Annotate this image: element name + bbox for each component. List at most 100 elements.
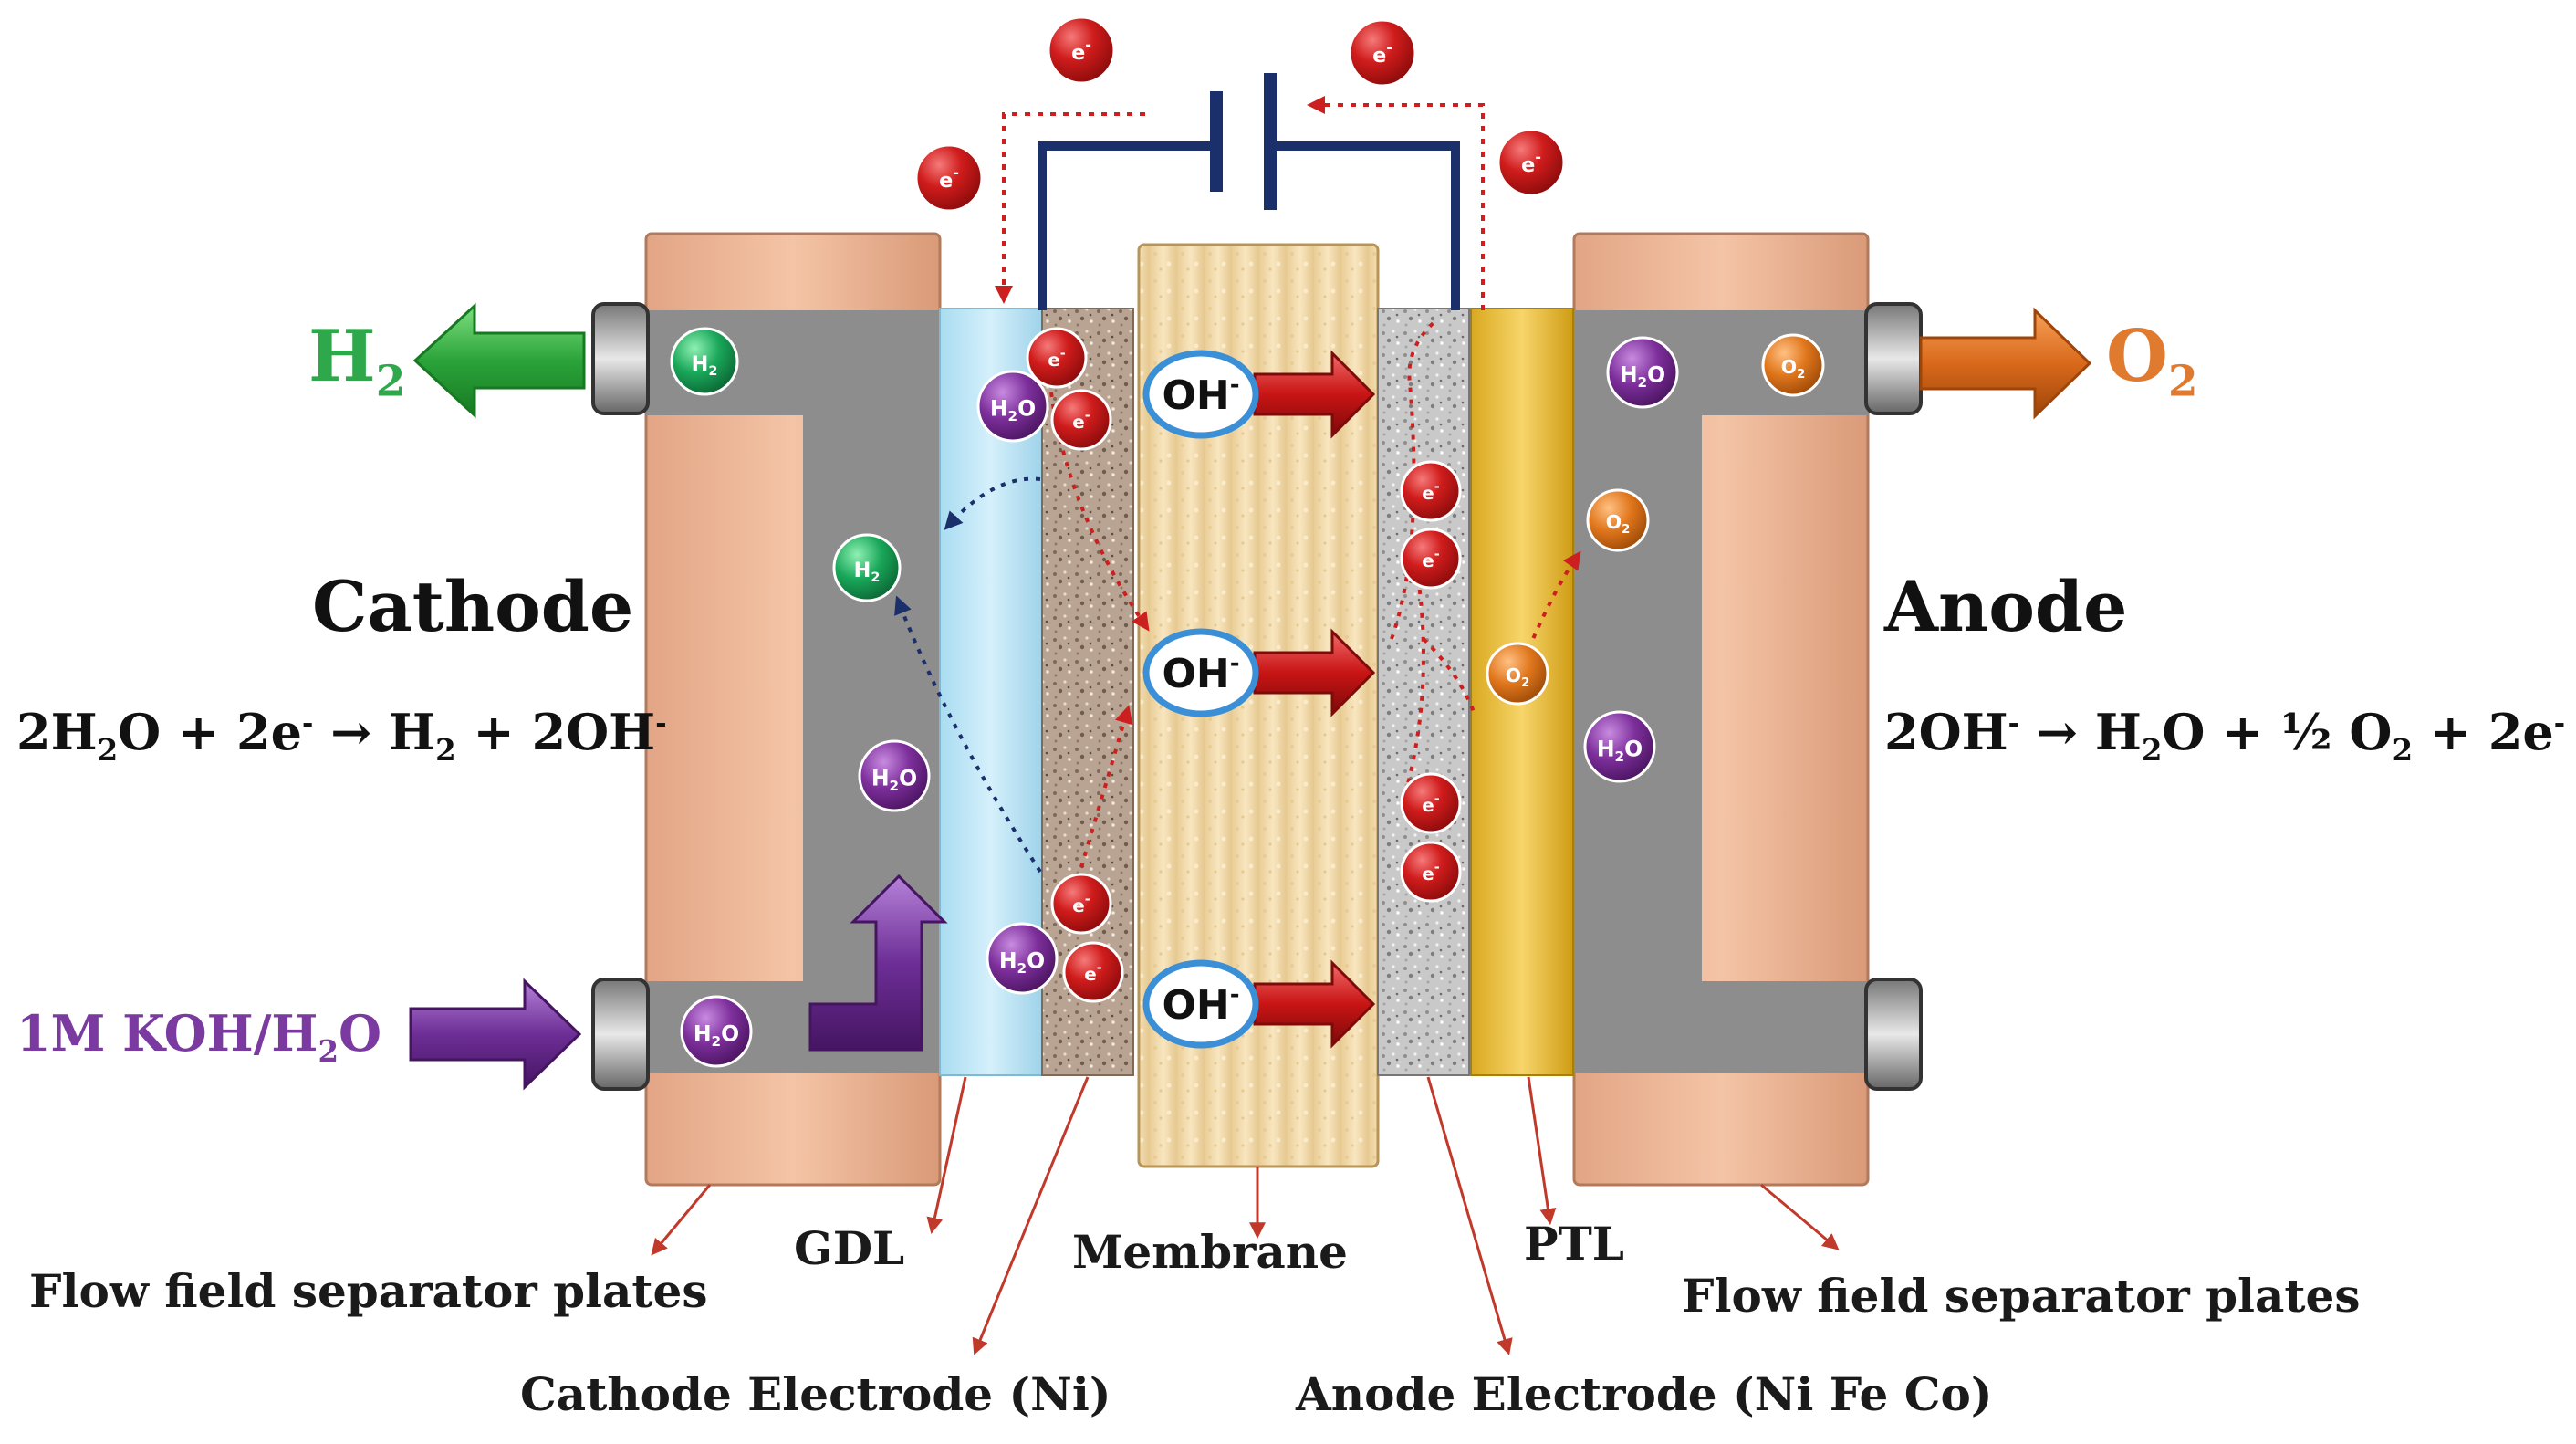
electron-text: - [1434, 479, 1440, 494]
svg-text:H2: H2 [692, 352, 718, 379]
electron-text: e [1048, 350, 1059, 371]
svg-text:e-: e- [1084, 960, 1101, 985]
svg-text:e-: e- [1072, 892, 1090, 916]
water-molecule-text: O [1647, 362, 1665, 388]
hydroxide-ion: OH- [1142, 959, 1376, 1049]
svg-text:OH-: OH- [1162, 371, 1239, 419]
anode-channel-vertical [1574, 310, 1702, 1073]
electron-text: - [1535, 148, 1541, 165]
electron-text: - [1060, 346, 1066, 361]
oxygen-molecule: O2 [1586, 488, 1650, 552]
water-molecule: H2O [680, 995, 753, 1068]
water-molecule: H2O [1606, 336, 1679, 409]
electron-text: - [1434, 547, 1440, 561]
external-circuit-wire [1038, 141, 1460, 310]
electron-text: e [1084, 964, 1096, 985]
o2-output-label: O2 [2106, 315, 2198, 407]
electron-text: - [1386, 38, 1392, 56]
svg-text:e-: e- [939, 163, 959, 193]
water-molecule-text: 2 [890, 778, 900, 794]
water-molecule-text: O [1624, 737, 1643, 762]
cathode-equation: 2H2O + 2e- → H2 + 2OH- [16, 703, 667, 768]
water-molecule-text: O [1027, 948, 1045, 974]
electron: e- [1400, 841, 1462, 903]
anode-electrode-label: Anode Electrode (Ni Fe Co) [1296, 1367, 1993, 1421]
svg-text:e-: e- [1422, 791, 1439, 816]
electron-text: e [1072, 895, 1084, 916]
port-icon [591, 302, 1923, 1091]
hydroxide-ion: OH- [1142, 350, 1376, 439]
hydrogen-molecule-text: H [692, 352, 709, 376]
electron-text: e [1422, 863, 1434, 884]
electron-text: e [1372, 44, 1386, 68]
capacitor-icon [1210, 73, 1277, 210]
h2-outlet-arrow [412, 302, 586, 419]
electron: e- [1400, 528, 1462, 590]
svg-text:H2O: H2O [871, 766, 917, 794]
electron-text: - [1434, 791, 1440, 806]
water-molecule-text: O [721, 1021, 739, 1047]
electron-text: e [1072, 412, 1084, 433]
water-molecule: H2O [1583, 710, 1656, 783]
svg-text:e-: e- [1072, 408, 1090, 433]
hydroxide-arrows: OH- OH- OH- [1142, 350, 1376, 1049]
water-molecule-text: 2 [1615, 748, 1625, 765]
oxygen-molecule: O2 [1486, 642, 1549, 706]
svg-text:H2O: H2O [1620, 362, 1665, 391]
h2-output-label: H2 [308, 315, 406, 407]
feed-label: 1M KOH/H2O [16, 1004, 382, 1069]
svg-text:O2: O2 [1606, 511, 1631, 537]
svg-text:e-: e- [1048, 346, 1065, 371]
water-molecule-text: 2 [1017, 960, 1027, 977]
svg-text:H2O: H2O [990, 396, 1036, 424]
anode-title: Anode [1884, 566, 2128, 647]
svg-text:e-: e- [1422, 547, 1439, 571]
water-molecule-text: H [1620, 362, 1638, 388]
electron: e- [914, 143, 984, 213]
electron: e- [1050, 389, 1112, 451]
hydrogen-molecule: H2 [832, 533, 902, 602]
svg-text:O2: O2 [1506, 664, 1530, 690]
electron-text: e [1071, 41, 1085, 65]
hydroxide-ion: OH- [1142, 628, 1376, 717]
electron-text: - [1434, 860, 1440, 874]
electron: e- [1047, 16, 1116, 85]
water-molecule-text: O [1017, 396, 1036, 422]
water-molecule-text: H [1597, 737, 1615, 762]
electron-text: - [1085, 892, 1090, 906]
water-molecule: H2O [858, 739, 931, 812]
svg-text:e-: e- [1521, 148, 1541, 177]
oxygen-molecule: O2 [1761, 333, 1825, 397]
feed-turn-arrow [808, 874, 948, 1052]
svg-text:OH-: OH- [1162, 650, 1239, 697]
electron-text: - [1085, 36, 1091, 53]
anode-electrode-layer [1377, 308, 1470, 1076]
electron: e- [1050, 873, 1112, 935]
electron-text: e [939, 169, 953, 193]
svg-text:OH-: OH- [1162, 981, 1239, 1029]
leader-lines [651, 1076, 1840, 1355]
ptl-label: PTL [1524, 1217, 1624, 1271]
water-molecule-text: 2 [1008, 408, 1018, 424]
electron: e- [1062, 941, 1124, 1003]
water-molecule-text: O [899, 766, 917, 791]
svg-text:e-: e- [1372, 38, 1392, 68]
electron: e- [1400, 772, 1462, 834]
hydrogen-molecule-text: 2 [708, 364, 717, 379]
svg-text:H2: H2 [854, 559, 881, 585]
water-molecule-text: H [871, 766, 890, 791]
flow-plates-right-label: Flow field separator plates [1682, 1269, 2361, 1323]
membrane-label: Membrane [1072, 1225, 1348, 1279]
svg-text:e-: e- [1422, 860, 1439, 884]
flow-plates-left-label: Flow field separator plates [29, 1264, 708, 1318]
hydrogen-molecule-text: 2 [871, 570, 880, 585]
electron-text: e [1422, 483, 1434, 504]
water-molecule-text: H [999, 948, 1017, 974]
oxygen-molecule-text: 2 [1622, 523, 1630, 537]
water-molecule: H2O [986, 922, 1059, 995]
water-molecule: H2O [976, 370, 1049, 443]
svg-text:H2O: H2O [694, 1021, 739, 1050]
oxygen-molecule-text: 2 [1521, 676, 1529, 690]
electron-text: e [1422, 550, 1434, 571]
electron-path-external [995, 96, 1485, 310]
